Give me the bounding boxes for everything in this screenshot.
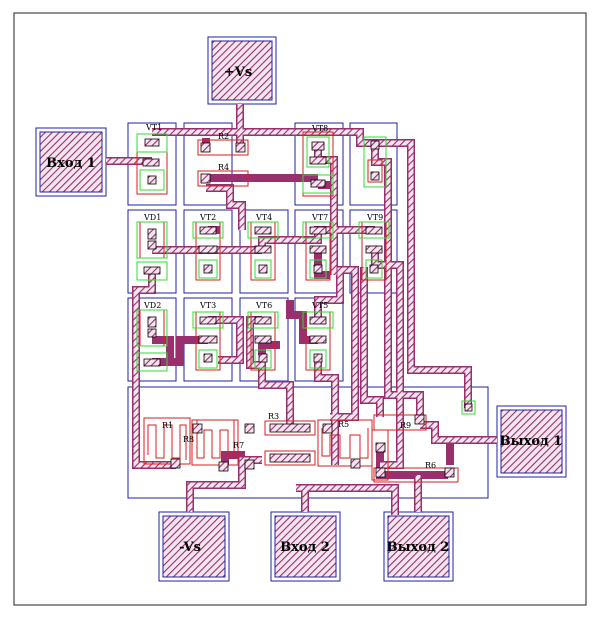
layout-frame (13, 12, 587, 606)
pad-input-1[interactable]: Вход 1 (35, 127, 107, 197)
resistor-structures (143, 414, 459, 483)
transistor-structures (136, 131, 476, 415)
label-vt1: VT1 (145, 123, 162, 132)
label-vt9: VT9 (366, 213, 383, 222)
pad-output-1[interactable]: Выход 1 (496, 405, 567, 478)
label-r3: R3 (268, 412, 279, 421)
pad-vs-minus[interactable]: -Vs (158, 511, 230, 582)
label-r4: R4 (218, 163, 229, 172)
pad-input-2[interactable]: Вход 2 (270, 511, 341, 582)
label-vt4: VT4 (255, 213, 272, 222)
resistor-contacts (170, 414, 455, 478)
pad-vs-plus-label: +Vs (224, 65, 252, 80)
pad-output-2-label: Выход 2 (387, 540, 450, 555)
label-r9: R9 (400, 421, 411, 430)
label-r2: R2 (218, 132, 229, 141)
label-r7: R7 (233, 441, 244, 450)
pad-output-1-label: Выход 1 (500, 434, 563, 449)
label-vt3: VT3 (199, 301, 216, 310)
label-vd1: VD1 (143, 213, 161, 222)
label-vt7: VT7 (311, 213, 328, 222)
pad-vs-plus[interactable]: +Vs (207, 36, 277, 105)
label-vt2: VT2 (199, 213, 216, 222)
label-vt8: VT8 (311, 124, 328, 133)
pad-vs-minus-label: -Vs (179, 540, 201, 555)
pad-input-1-label: Вход 1 (46, 156, 96, 171)
pad-input-2-label: Вход 2 (280, 540, 330, 555)
device-labels: VT1 VT8 VD1 VT2 VT4 VT7 VT9 VD2 VT3 VT6 … (143, 123, 436, 470)
label-vd2: VD2 (143, 301, 161, 310)
label-r5: R5 (338, 420, 349, 429)
label-r1: R1 (162, 421, 173, 430)
label-r8: R8 (183, 435, 194, 444)
label-vt6: VT6 (255, 301, 272, 310)
label-vt5: VT5 (311, 301, 328, 310)
pad-output-2[interactable]: Выход 2 (383, 511, 454, 582)
label-r6: R6 (425, 461, 436, 470)
